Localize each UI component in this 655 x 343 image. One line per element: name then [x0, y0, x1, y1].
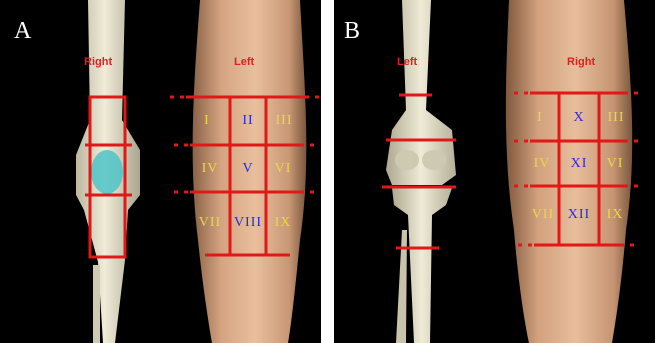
patella-cartilage — [91, 150, 123, 194]
zone-label: VI — [275, 161, 292, 177]
knee-skeleton — [76, 0, 140, 343]
panel-letter: A — [14, 18, 31, 45]
zone-label: XI — [571, 156, 588, 172]
bone-side-label: Left — [397, 56, 417, 68]
zone-label: V — [242, 161, 253, 177]
zone-label: IV — [202, 161, 219, 177]
knee-skeleton — [386, 0, 456, 343]
panel-a-illustration — [0, 0, 321, 343]
zone-label: VI — [607, 156, 624, 172]
leg-side-label: Right — [567, 56, 595, 68]
zone-label: III — [608, 110, 625, 126]
zone-label: I — [537, 110, 543, 126]
zone-label: VIII — [234, 215, 262, 231]
zone-label: III — [276, 113, 293, 129]
zone-label: IV — [534, 156, 551, 172]
zone-label: VII — [532, 207, 554, 223]
zone-label: VII — [199, 215, 221, 231]
leg-side-label: Left — [234, 56, 254, 68]
zone-label: IX — [607, 207, 624, 223]
zone-label: XII — [568, 207, 590, 223]
zone-label: I — [204, 113, 210, 129]
zone-label: IX — [275, 215, 292, 231]
panel-b: B Left Right I X III IV XI VI VII XII IX — [334, 0, 655, 343]
bone-side-label: Right — [84, 56, 112, 68]
zone-label: X — [573, 110, 584, 126]
panel-letter: B — [344, 18, 360, 45]
zone-label: II — [242, 113, 253, 129]
panel-a: A Right Left I II III IV V VI VII VIII I… — [0, 0, 321, 343]
